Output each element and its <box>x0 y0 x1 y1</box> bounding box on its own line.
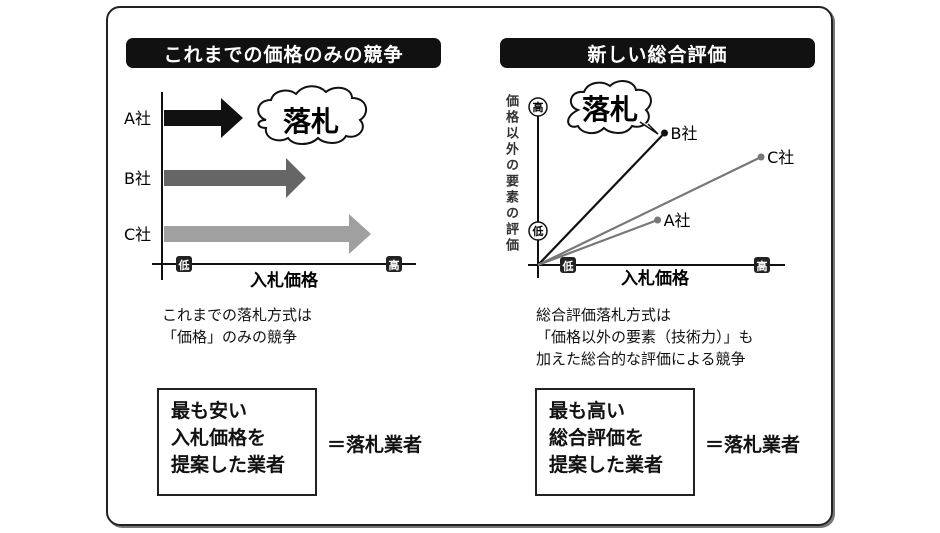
right-description-line: 「価格以外の要素（技術力）」も <box>536 328 754 346</box>
right-x-axis-label: 入札価格 <box>621 268 690 289</box>
point-label-0: B社 <box>671 124 698 143</box>
arrow-a <box>164 98 243 138</box>
x-low-badge: 低 <box>562 259 574 273</box>
left-result-box: 最も安い 入札価格を 提案した業者 <box>157 388 317 496</box>
left-panel-title: これまでの価格のみの競争 <box>126 38 441 68</box>
y-high-badge: 高 <box>533 100 544 114</box>
arrow-b <box>164 158 306 198</box>
x-high-badge: 高 <box>757 259 768 273</box>
left-equals-text: ＝落札業者 <box>327 434 423 456</box>
right-panel-title: 新しい総合評価 <box>500 38 815 68</box>
points-group: B社 C社 A社 <box>537 124 794 267</box>
point-dot-2 <box>654 216 662 224</box>
label-a: A社 <box>124 109 151 128</box>
win-label: 落札 <box>582 93 638 126</box>
right-description: 総合評価落札方式は 「価格以外の要素（技術力）」も 加えた総合的な評価による競争 <box>536 304 754 370</box>
y-low-badge: 低 <box>532 224 544 238</box>
left-description-line: 「価格」のみの競争 <box>162 328 298 346</box>
point-line-1 <box>537 156 762 266</box>
x-low-badge: 低 <box>178 258 190 272</box>
left-description-line: これまでの落札方式は <box>162 306 313 324</box>
point-dot-0 <box>661 129 668 137</box>
win-cloud <box>567 80 652 134</box>
arrow-c <box>164 214 371 254</box>
label-c: C社 <box>124 225 151 244</box>
right-result-line: 最も高い <box>549 400 626 422</box>
left-result-line: 入札価格を <box>171 427 267 449</box>
right-equals-text: ＝落札業者 <box>705 434 801 456</box>
right-description-line: 総合評価落札方式は <box>536 306 672 324</box>
right-description-line: 加えた総合的な評価による競争 <box>536 350 746 368</box>
point-label-2: A社 <box>664 211 691 230</box>
right-y-axis-label: 価格以外の要素の評価 <box>503 94 518 254</box>
point-line-2 <box>537 218 658 267</box>
point-line-0 <box>537 132 666 266</box>
right-result-line: 総合評価を <box>549 427 645 449</box>
total-evaluation-chart: 高 低 低 高 入札価格 落札 B社 C社 A社 <box>528 80 794 289</box>
right-result-box: 最も高い 総合評価を 提案した業者 <box>535 388 695 496</box>
point-dot-1 <box>757 153 765 161</box>
right-result-line: 提案した業者 <box>549 454 664 476</box>
left-x-axis-label: 入札価格 <box>250 270 319 290</box>
win-cloud <box>257 85 368 145</box>
left-result-line: 最も安い <box>171 400 248 422</box>
label-b: B社 <box>124 169 151 188</box>
win-label: 落札 <box>283 105 339 138</box>
x-high-badge: 高 <box>389 258 400 272</box>
left-result-line: 提案した業者 <box>171 454 286 476</box>
diagram-frame <box>106 6 833 526</box>
left-description: これまでの落札方式は 「価格」のみの競争 <box>162 304 312 348</box>
price-only-chart: A社 B社 C社 落札 低 高 入札価格 <box>124 85 416 290</box>
point-label-1: C社 <box>767 148 794 167</box>
